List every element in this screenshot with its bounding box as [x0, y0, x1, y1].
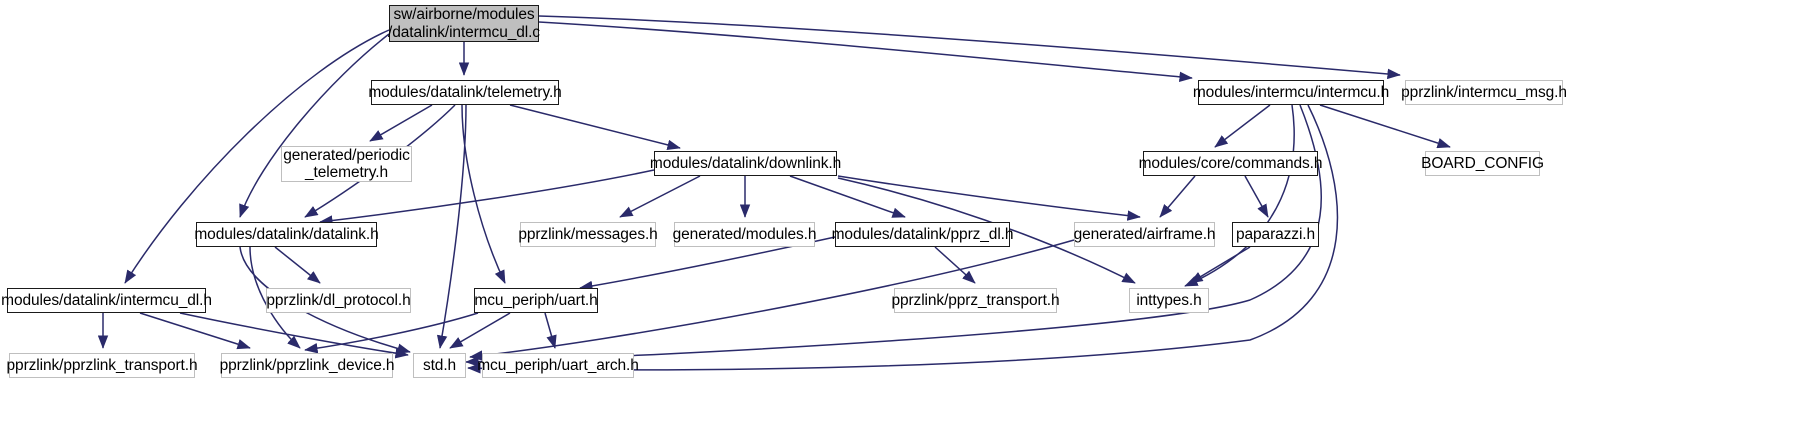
graph-node-n19[interactable]: pprzlink/pprzlink_transport.h [7, 353, 198, 378]
edge-n5-n12 [837, 175, 1141, 221]
edge-n1-n16 [461, 104, 506, 284]
edge-n8-n15 [274, 246, 321, 284]
edge-n0-n3 [538, 15, 1401, 80]
graph-node-n21[interactable]: std.h [413, 353, 466, 378]
graph-node-n14[interactable]: modules/datalink/intermcu_dl.h [1, 288, 212, 313]
graph-node-n3[interactable]: pprzlink/intermcu_msg.h [1401, 80, 1567, 105]
graph-node-n11[interactable]: modules/datalink/pprz_dl.h [832, 222, 1014, 247]
graph-node-n10[interactable]: generated/modules.h [673, 222, 816, 247]
edge-n5-n9 [619, 175, 701, 218]
edge-n16-n21 [449, 312, 511, 349]
edge-n2-n7 [1319, 104, 1451, 149]
edge-n1-n5 [509, 104, 681, 150]
graph-node-n4[interactable]: generated/periodic _telemetry.h [281, 146, 412, 182]
edge-n6-n12 [1159, 175, 1196, 218]
edge-n14-n21 [179, 312, 409, 359]
graph-node-n20[interactable]: pprzlink/pprzlink_device.h [220, 353, 395, 378]
graph-node-n8[interactable]: modules/datalink/datalink.h [194, 222, 379, 247]
edge-n0-n2 [538, 21, 1193, 83]
graph-node-n0[interactable]: sw/airborne/modules /datalink/intermcu_d… [388, 5, 540, 42]
edge-n13-n18 [1189, 246, 1251, 284]
edge-n16-n22 [544, 312, 557, 349]
graph-node-n15[interactable]: pprzlink/dl_protocol.h [266, 288, 411, 313]
graph-node-n1[interactable]: modules/datalink/telemetry.h [368, 80, 562, 105]
graph-node-n7[interactable]: BOARD_CONFIG [1421, 151, 1544, 176]
graph-node-n18[interactable]: inttypes.h [1129, 288, 1209, 313]
graph-node-n6[interactable]: modules/core/commands.h [1139, 151, 1323, 176]
graph-node-n5[interactable]: modules/datalink/downlink.h [650, 151, 841, 176]
edge-n5-n11 [789, 175, 906, 218]
edge-n11-n17 [934, 246, 976, 284]
graph-node-n13[interactable]: paparazzi.h [1232, 222, 1319, 247]
edge-n6-n13 [1244, 175, 1269, 218]
edge-n2-n6 [1214, 104, 1271, 148]
graph-node-n9[interactable]: pprzlink/messages.h [518, 222, 658, 247]
edge-n16-n20 [304, 312, 479, 354]
edge-n1-n4 [369, 104, 433, 142]
graph-node-n2[interactable]: modules/intermcu/intermcu.h [1193, 80, 1389, 105]
graph-node-n17[interactable]: pprzlink/pprz_transport.h [891, 288, 1060, 313]
edge-n2-n18 [1184, 104, 1295, 287]
edge-n1-n21 [436, 104, 467, 349]
edge-n14-n20 [139, 312, 251, 350]
graph-node-n12[interactable]: generated/airframe.h [1074, 222, 1216, 247]
edges-group [97, 15, 1451, 374]
graph-node-n22[interactable]: mcu_periph/uart_arch.h [477, 353, 639, 378]
edge-n0-n8 [239, 33, 390, 218]
graph-node-n16[interactable]: mcu_periph/uart.h [474, 288, 598, 313]
